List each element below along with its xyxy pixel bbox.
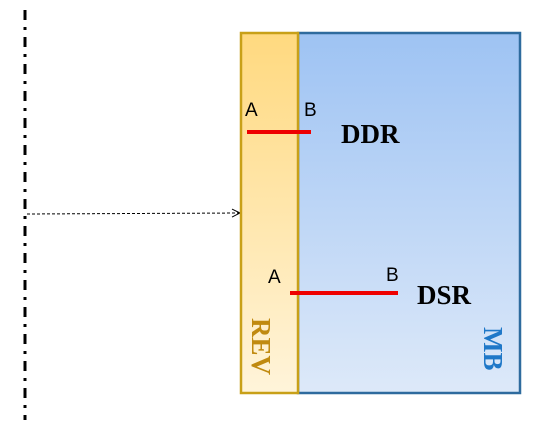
ddr-point-b-label: B — [304, 100, 317, 121]
mb-label: MB — [478, 327, 508, 371]
ddr-label: DDR — [341, 119, 400, 149]
rev-region — [239, 31, 300, 395]
ddr-point-a-label: A — [245, 100, 258, 121]
dsr-label: DSR — [417, 280, 472, 310]
rev-label: REV — [246, 318, 276, 376]
pointer-arrow — [26, 213, 240, 214]
mb-region — [296, 31, 522, 395]
dsr-point-a-label: A — [268, 267, 281, 288]
dsr-point-b-label: B — [386, 265, 399, 286]
